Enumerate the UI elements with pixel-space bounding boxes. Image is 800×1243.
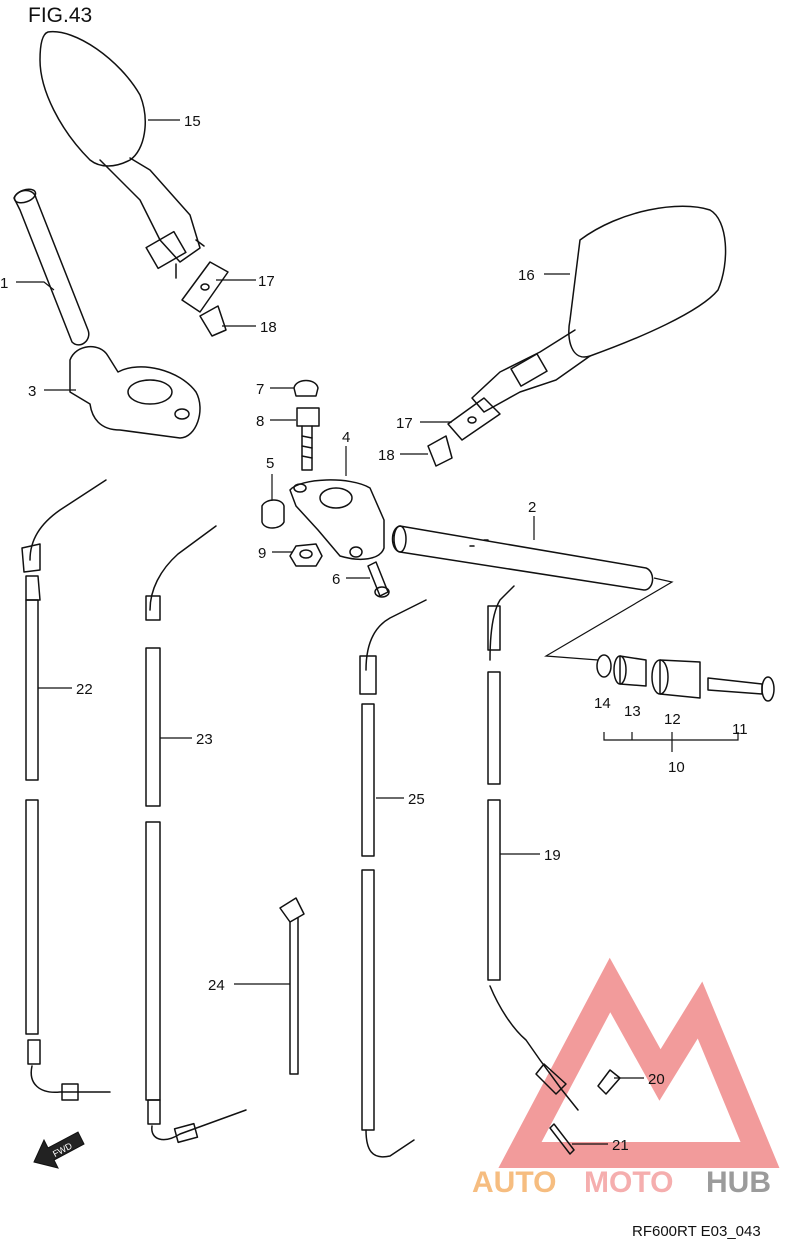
part-label-1: 1 — [0, 275, 8, 292]
fwd-arrow-icon: FWD — [33, 1131, 85, 1169]
watermark-hub: HUB — [706, 1166, 771, 1199]
part-label-25: 25 — [408, 791, 425, 808]
figure-title: FIG.43 — [28, 4, 92, 27]
part-label-3: 3 — [28, 383, 36, 400]
part-6-screw — [367, 561, 390, 598]
part-1-grip — [13, 188, 90, 346]
part-label-11: 11 — [732, 721, 748, 738]
part-label-15: 15 — [184, 113, 201, 130]
part-label-7: 7 — [256, 381, 264, 398]
watermark-triangle — [498, 957, 780, 1168]
part-18-right-nut — [427, 435, 453, 467]
part-labels: 1 2 3 4 5 6 7 8 10 9 11 12 13 14 15 16 1… — [0, 113, 748, 1154]
part-label-14: 14 — [594, 695, 611, 712]
group-10-bracket — [603, 732, 739, 752]
part-11-bolt — [707, 676, 775, 702]
watermark-moto: MOTO — [584, 1166, 673, 1199]
part-label-21: 21 — [612, 1137, 629, 1154]
part-label-17-left: 17 — [258, 273, 275, 290]
part-17-left-gasket — [181, 261, 229, 313]
part-label-17-right: 17 — [396, 415, 413, 432]
leader-lines — [16, 119, 644, 1145]
part-16-right-mirror — [471, 205, 727, 413]
part-8-bolt — [296, 407, 320, 471]
part-23-cable — [145, 525, 247, 1144]
part-14-washer — [596, 654, 612, 678]
part-label-19: 19 — [544, 847, 561, 864]
part-4-handlebar-holder — [289, 479, 385, 561]
part-label-10: 10 — [668, 759, 685, 776]
part-label-22: 22 — [76, 681, 93, 698]
part-label-20: 20 — [648, 1071, 665, 1088]
part-label-6: 6 — [332, 571, 340, 588]
part-label-24: 24 — [208, 977, 225, 994]
part-9-nut — [289, 543, 323, 567]
part-2-handlebar-tube — [391, 525, 674, 661]
part-label-2: 2 — [528, 499, 536, 516]
part-7-cap — [293, 379, 319, 397]
part-15-left-mirror — [39, 30, 205, 279]
part-label-23: 23 — [196, 731, 213, 748]
part-3-clamp — [69, 346, 201, 439]
part-20-bolt — [597, 1069, 621, 1095]
watermark-logo: AUTO MOTO HUB — [472, 957, 780, 1199]
part-label-5: 5 — [266, 455, 274, 472]
part-24-tie-strap — [279, 897, 305, 1075]
part-12-weight — [651, 659, 701, 699]
part-label-18-right: 18 — [378, 447, 395, 464]
part-5-plug — [261, 499, 285, 529]
part-label-13: 13 — [624, 703, 641, 720]
part-label-8: 8 — [256, 413, 264, 430]
part-18-left-nut — [199, 305, 227, 337]
part-21-pin — [549, 1123, 575, 1155]
part-22-cable — [21, 479, 111, 1101]
part-13-spacer — [613, 655, 647, 687]
figure-code: RF600RT E03_043 — [632, 1223, 761, 1240]
part-25-cable — [359, 599, 427, 1158]
part-label-18-left: 18 — [260, 319, 277, 336]
part-19-cable — [487, 585, 579, 1111]
watermark-auto: AUTO — [472, 1166, 556, 1199]
part-17-right-gasket — [447, 397, 501, 441]
part-label-16: 16 — [518, 267, 535, 284]
part-label-12: 12 — [664, 711, 681, 728]
part-label-4: 4 — [342, 429, 350, 446]
part-label-9: 9 — [258, 545, 266, 562]
